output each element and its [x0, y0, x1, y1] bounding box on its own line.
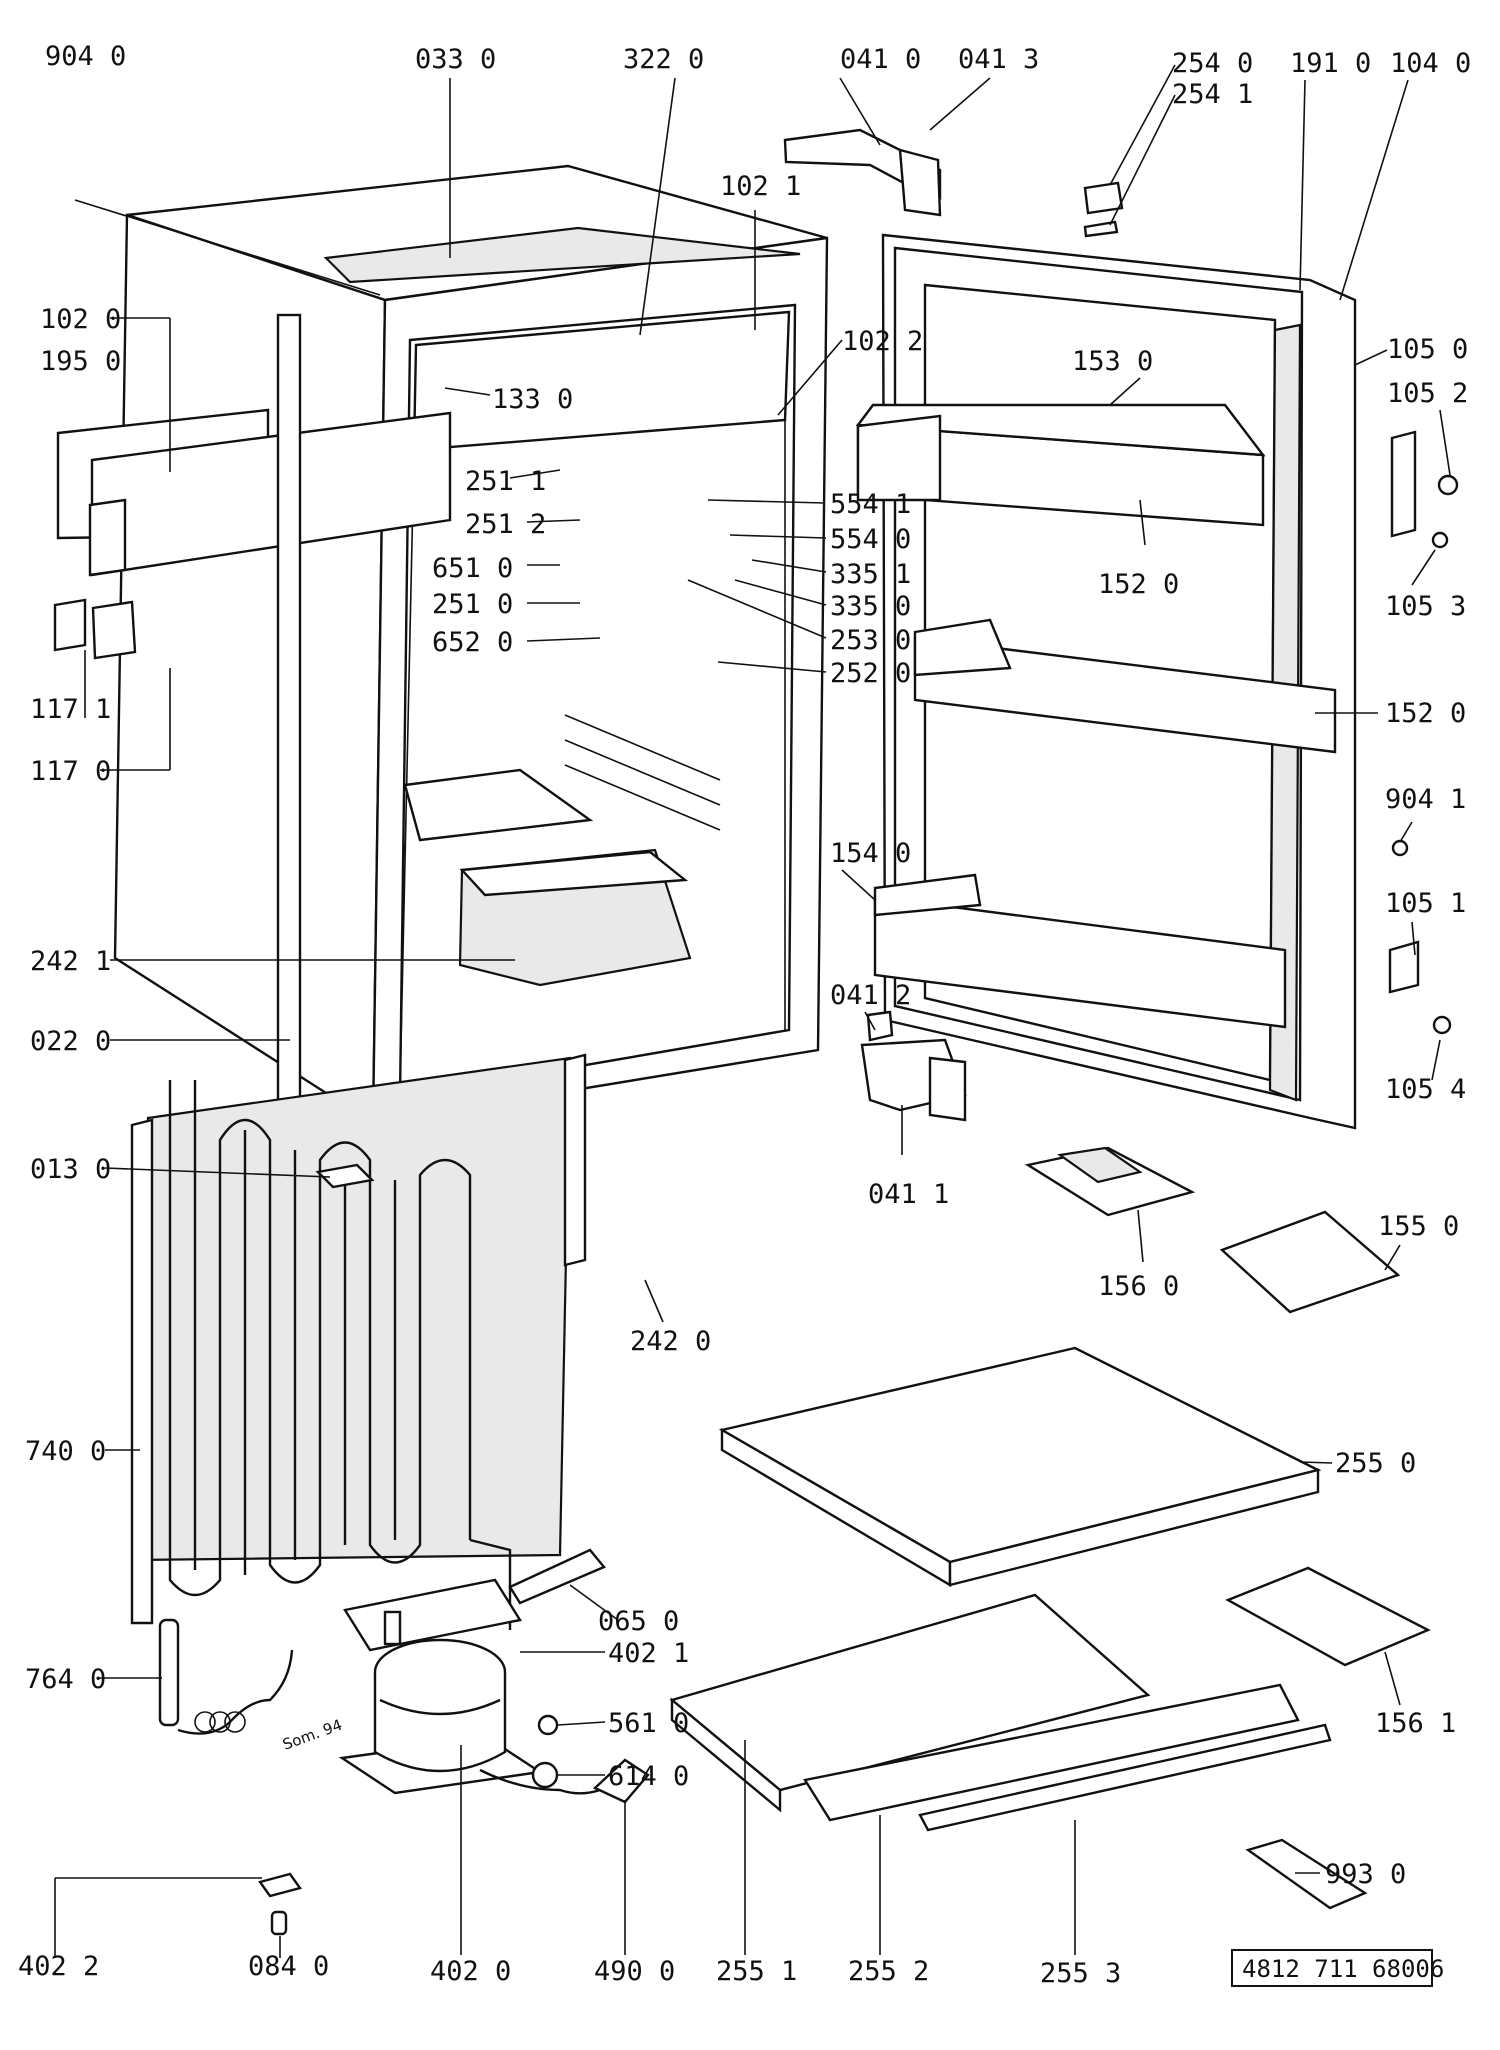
- label-652-0: 652 0: [432, 627, 513, 658]
- top-hinge-041-0: [783, 128, 942, 217]
- label-614-0: 614 0: [608, 1761, 689, 1792]
- label-156-0: 156 0: [1098, 1271, 1179, 1302]
- bracket-402-1: [343, 1578, 522, 1652]
- label-251-1: 251 1: [465, 466, 546, 497]
- label-195-0: 195 0: [40, 346, 121, 377]
- clips-117: [53, 598, 137, 660]
- light-lens-254-0: [1083, 181, 1124, 238]
- label-153-0: 153 0: [1072, 346, 1153, 377]
- seal-strip-022-0: [276, 313, 302, 1137]
- label-105-3: 105 3: [1385, 591, 1466, 622]
- part-labels: 904 0 033 0 322 0 041 0 041 3 254 0 254 …: [18, 41, 1471, 1989]
- small-parts-561-614: [531, 1714, 559, 1789]
- label-554-0: 554 0: [830, 524, 911, 555]
- label-252-0: 252 0: [830, 658, 911, 689]
- label-335-1: 335 1: [830, 559, 911, 590]
- door-hinge-parts-105: [1388, 430, 1459, 1035]
- leader-lines: [54, 64, 1451, 1958]
- label-105-2: 105 2: [1387, 378, 1468, 409]
- label-155-0: 155 0: [1378, 1211, 1459, 1242]
- label-102-2: 102 2: [842, 326, 923, 357]
- label-117-1: 117 1: [30, 694, 111, 725]
- label-254-0: 254 0: [1172, 48, 1253, 79]
- label-117-0: 117 0: [30, 756, 111, 787]
- label-255-2: 255 2: [848, 1956, 929, 1987]
- label-255-3: 255 3: [1040, 1958, 1121, 1989]
- label-102-1: 102 1: [720, 171, 801, 202]
- clip-402-2: [258, 1872, 302, 1936]
- trim-255-3: [918, 1723, 1332, 1832]
- ice-tray-155-0: [1219, 1210, 1401, 1314]
- label-041-2: 041 2: [830, 980, 911, 1011]
- label-033-0: 033 0: [415, 44, 496, 75]
- label-402-0: 402 0: [430, 1956, 511, 1987]
- label-254-1: 254 1: [1172, 79, 1253, 110]
- compressor-note: Som. 94: [280, 1716, 344, 1754]
- butter-dish-156-0: [1024, 1146, 1196, 1217]
- filter-drier-065-0: [508, 1548, 606, 1605]
- label-152-0-top: 152 0: [1098, 569, 1179, 600]
- label-402-2: 402 2: [18, 1951, 99, 1982]
- shelf-255-0: [718, 1346, 1322, 1588]
- egg-tray-156-1: [1225, 1566, 1431, 1667]
- label-561-0: 561 0: [608, 1708, 689, 1739]
- label-084-0: 084 0: [248, 1951, 329, 1982]
- plate-013-0: [315, 1163, 375, 1189]
- label-335-0: 335 0: [830, 591, 911, 622]
- label-022-0: 022 0: [30, 1026, 111, 1057]
- drip-tray-195-0: [56, 408, 452, 577]
- label-105-0: 105 0: [1387, 334, 1468, 365]
- condenser-740-0: [130, 1053, 587, 1630]
- label-651-0: 651 0: [432, 553, 513, 584]
- label-904-0: 904 0: [45, 41, 126, 72]
- label-255-0: 255 0: [1335, 1448, 1416, 1479]
- label-255-1: 255 1: [716, 1956, 797, 1987]
- label-251-0: 251 0: [432, 589, 513, 620]
- label-105-4: 105 4: [1385, 1074, 1466, 1105]
- label-322-0: 322 0: [623, 44, 704, 75]
- label-156-1: 156 1: [1375, 1708, 1456, 1739]
- label-041-3: 041 3: [958, 44, 1039, 75]
- label-065-0: 065 0: [598, 1606, 679, 1637]
- capillary-coil-764-0: [158, 1618, 294, 1735]
- label-993-0: 993 0: [1325, 1859, 1406, 1890]
- label-041-0: 041 0: [840, 44, 921, 75]
- label-554-1: 554 1: [830, 489, 911, 520]
- label-764-0: 764 0: [25, 1664, 106, 1695]
- lower-hinge-041-1: [860, 1010, 967, 1122]
- label-740-0: 740 0: [25, 1436, 106, 1467]
- label-133-0: 133 0: [492, 384, 573, 415]
- shelf-255-1: [669, 1593, 1151, 1813]
- label-154-0: 154 0: [830, 838, 911, 869]
- label-102-0: 102 0: [40, 304, 121, 335]
- reference-number-box: 4812 711 68006: [1231, 1949, 1444, 1987]
- label-904-1: 904 1: [1385, 784, 1466, 815]
- label-402-1: 402 1: [608, 1638, 689, 1669]
- label-013-0: 013 0: [30, 1154, 111, 1185]
- label-191-0: 191 0: [1290, 48, 1371, 79]
- plug-490-0: [592, 1758, 650, 1804]
- shelf-255-2: [803, 1683, 1300, 1822]
- door-shelf-154-0: [873, 873, 1287, 1029]
- label-104-0: 104 0: [1390, 48, 1471, 79]
- label-152-0-mid: 152 0: [1385, 698, 1466, 729]
- compressor-402-0: [338, 1638, 621, 1795]
- label-253-0: 253 0: [830, 625, 911, 656]
- label-242-0: 242 0: [630, 1326, 711, 1357]
- cabinet: [113, 164, 829, 1126]
- label-490-0: 490 0: [594, 1956, 675, 1987]
- label-242-1: 242 1: [30, 946, 111, 977]
- label-041-1: 041 1: [868, 1179, 949, 1210]
- door-shelf-152-0a: [856, 414, 942, 502]
- label-251-2: 251 2: [465, 509, 546, 540]
- label-105-1: 105 1: [1385, 888, 1466, 919]
- door-shelf-153-0: [855, 403, 1266, 527]
- reference-number: 4812 711 68006: [1242, 1955, 1444, 1983]
- door-shelf-152-0b: [913, 618, 1337, 754]
- scraper-993-0: [1245, 1838, 1368, 1910]
